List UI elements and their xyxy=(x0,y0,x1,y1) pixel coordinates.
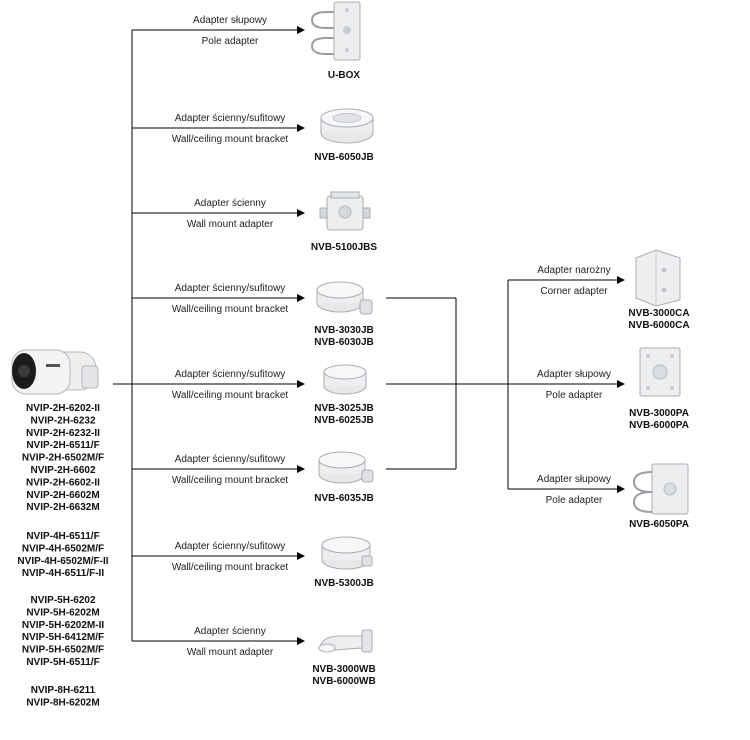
wall-bracket-icon xyxy=(318,629,373,653)
camera-model-label: NVIP-2H-6502M/F xyxy=(22,453,104,464)
accessory-label-en: Wall/ceiling mount bracket xyxy=(172,562,289,573)
accessory-caption: NVB-3000WB xyxy=(312,664,375,675)
accessory-label-pl: Adapter ścienny/sufitowy xyxy=(175,541,286,552)
camera-model-label: NVIP-2H-6511/F xyxy=(26,440,99,451)
accessory-caption: U-BOX xyxy=(328,70,361,81)
accessory-caption: NVB-5300JB xyxy=(314,578,373,589)
accessory-caption: NVB-3030JB xyxy=(314,325,373,336)
camera-model-label: NVIP-2H-6232 xyxy=(30,415,95,426)
accessory-caption: NVB-6050JB xyxy=(314,152,373,163)
camera-model-label: NVIP-5H-6202M xyxy=(26,607,99,618)
camera-model-label: NVIP-5H-6502M/F xyxy=(22,645,104,656)
camera-model-label: NVIP-2H-6632M xyxy=(26,502,99,513)
accessory-label-en: Wall mount adapter xyxy=(187,647,274,658)
camera-model-label: NVIP-4H-6502M/F-II xyxy=(17,556,108,567)
junction-box-icon xyxy=(320,108,374,144)
camera-model-label: NVIP-4H-6511/F xyxy=(26,531,99,542)
u-box-icon xyxy=(310,1,361,61)
camera-model-label: NVIP-4H-6511/F-II xyxy=(22,568,104,579)
adapter-label-en: Pole adapter xyxy=(546,495,603,506)
accessory-label-pl: Adapter ścienny xyxy=(194,626,266,637)
junction-box-icon xyxy=(321,536,373,570)
accessory-caption: NVB-6025JB xyxy=(314,415,373,426)
accessory-label-en: Pole adapter xyxy=(202,36,259,47)
accessory-label-pl: Adapter ścienny/sufitowy xyxy=(175,454,286,465)
accessory-label-pl: Adapter ścienny/sufitowy xyxy=(175,283,286,294)
accessory-label-en: Wall/ceiling mount bracket xyxy=(172,475,289,486)
adapter-label-en: Pole adapter xyxy=(546,390,603,401)
camera-model-label: NVIP-5H-6511/F xyxy=(26,657,99,668)
accessory-label-pl: Adapter ścienny/sufitowy xyxy=(175,369,286,380)
adapter-caption: NVB-3000CA xyxy=(628,308,689,319)
camera-model-label: NVIP-2H-6232-II xyxy=(26,428,100,439)
camera-model-label: NVIP-2H-6602M xyxy=(26,490,99,501)
camera-model-list: NVIP-2H-6202-IINVIP-2H-6232NVIP-2H-6232-… xyxy=(17,403,108,708)
adapter-label-pl: Adapter słupowy xyxy=(537,474,611,485)
camera-model-label: NVIP-4H-6502M/F xyxy=(22,543,104,554)
corner-adapter-icon xyxy=(635,249,681,307)
junction-box-icon xyxy=(318,451,374,484)
camera-model-label: NVIP-5H-6412M/F xyxy=(22,632,104,643)
junction-box-icon xyxy=(316,281,373,315)
adapter-label-pl: Adapter słupowy xyxy=(537,369,611,380)
camera-model-label: NVIP-2H-6602-II xyxy=(26,477,100,488)
accessory-caption: NVB-3025JB xyxy=(314,403,373,414)
accessory-label-en: Wall/ceiling mount bracket xyxy=(172,134,289,145)
adapter-caption: NVB-6000PA xyxy=(629,420,689,431)
adapter-caption: NVB-6050PA xyxy=(629,519,689,530)
junction-box-icon xyxy=(323,364,367,395)
camera-model-label: NVIP-8H-6211 xyxy=(31,685,96,696)
pole-clamp-icon xyxy=(632,463,689,515)
accessory-label-en: Wall/ceiling mount bracket xyxy=(172,390,289,401)
accessory-caption: NVB-5100JBS xyxy=(311,242,377,253)
camera-model-label: NVIP-5H-6202 xyxy=(30,595,95,606)
accessory-label-pl: Adapter ścienny xyxy=(194,198,266,209)
connector-lines xyxy=(113,26,625,645)
adapter-caption: NVB-6000CA xyxy=(628,320,689,331)
accessory-caption: NVB-6030JB xyxy=(314,337,373,348)
adapter-label-en: Corner adapter xyxy=(540,286,608,297)
accessory-label-pl: Adapter słupowy xyxy=(193,15,267,26)
accessory-label-en: Wall/ceiling mount bracket xyxy=(172,304,289,315)
camera-model-label: NVIP-5H-6202M-II xyxy=(22,620,104,631)
pole-plate-icon xyxy=(639,347,681,397)
adapter-label-pl: Adapter narożny xyxy=(537,265,610,276)
accessory-label-en: Wall mount adapter xyxy=(187,219,274,230)
camera-model-label: NVIP-2H-6602 xyxy=(30,465,95,476)
bullet-camera-icon xyxy=(11,349,99,395)
camera-model-label: NVIP-8H-6202M xyxy=(26,697,99,708)
accessory-label-pl: Adapter ścienny/sufitowy xyxy=(175,113,286,124)
accessory-caption: NVB-6000WB xyxy=(312,676,375,687)
accessory-caption: NVB-6035JB xyxy=(314,493,373,504)
adapter-caption: NVB-3000PA xyxy=(629,408,689,419)
camera-model-label: NVIP-2H-6202-II xyxy=(26,403,100,414)
square-box-icon xyxy=(319,191,371,231)
